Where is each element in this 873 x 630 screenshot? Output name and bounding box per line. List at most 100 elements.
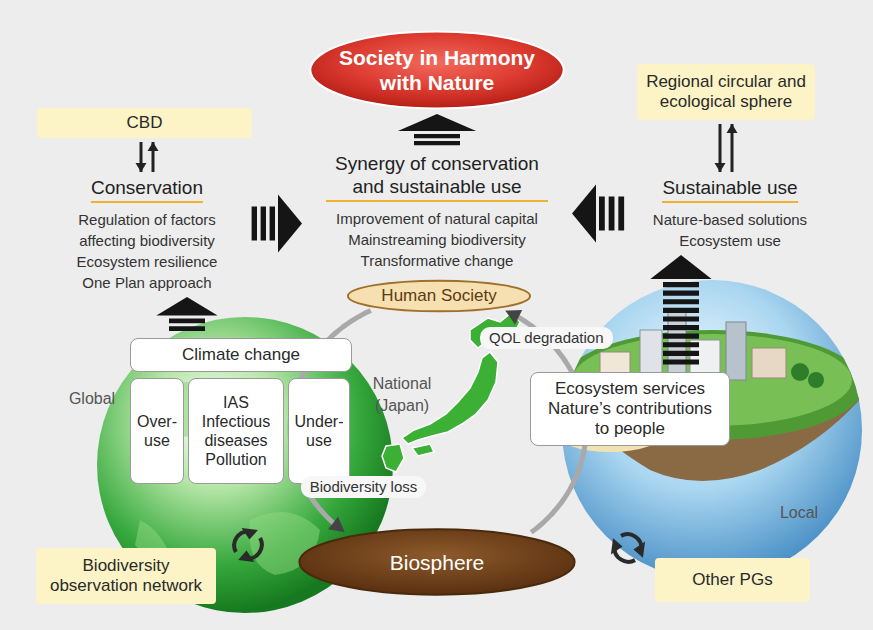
block-arrow <box>278 195 302 253</box>
network-box: Biodiversity observation network <box>36 548 216 604</box>
node-text: Regional circular and ecological sphere <box>645 72 807 112</box>
block-arrow <box>270 207 275 241</box>
node-text: Human Society <box>381 286 496 306</box>
driver-box: Under-use <box>288 378 350 484</box>
block-arrow <box>572 185 596 243</box>
block-arrow <box>261 207 266 241</box>
block-arrow <box>414 141 460 145</box>
block-arrow <box>663 325 699 330</box>
exchange-symbol <box>234 538 269 569</box>
block-arrow <box>398 114 476 145</box>
oval-outline <box>310 32 563 109</box>
block-arrow <box>663 308 699 313</box>
block-arrow <box>599 197 605 231</box>
framework-box: CBD <box>37 108 252 138</box>
block-arrow <box>618 197 624 231</box>
exchange-symbol <box>604 525 651 571</box>
block-arrow <box>663 342 699 347</box>
node-text: Under-use <box>291 412 347 450</box>
node-text: Nature-based solutions <box>653 209 807 230</box>
edge-label: Biodiversity loss <box>301 476 427 498</box>
driver-box: Over-use <box>130 378 184 484</box>
node-text: Ecosystem services <box>555 379 705 399</box>
node-text: Nature’s contributions to people <box>541 399 719 439</box>
exchange-symbol <box>236 550 254 569</box>
conservation-group: ConservationRegulation of factors affect… <box>50 176 244 293</box>
node-text: IAS <box>223 393 249 412</box>
exchange-arrow <box>727 124 738 172</box>
edge-label: QOL degradation <box>480 327 613 349</box>
oval-outline <box>348 281 530 312</box>
local-island <box>726 322 746 380</box>
block-arrow <box>252 195 302 253</box>
node-text: Biodiversity observation network <box>44 556 208 596</box>
framework-box: Regional circular and ecological sphere <box>637 64 815 120</box>
heading-text: Conservation <box>91 176 203 203</box>
synergy-group: Synergy of conservation and sustainable … <box>306 152 568 271</box>
biosphere-oval: Biosphere <box>298 528 576 596</box>
exchange-symbol <box>242 521 260 540</box>
block-arrow <box>156 297 217 331</box>
exchange-arrow <box>148 142 159 172</box>
block-arrow <box>650 255 711 279</box>
block-arrow <box>252 207 257 241</box>
block-arrow <box>663 291 699 296</box>
block-arrow <box>156 297 217 316</box>
node-text: Regulation of factors affecting biodiver… <box>50 209 244 251</box>
arrow-head <box>505 310 522 324</box>
oval-outline <box>309 30 565 110</box>
arrow-head <box>715 163 726 172</box>
society-oval: Human Society <box>347 280 531 312</box>
arrow-head <box>727 124 738 133</box>
node-text: Mainstreaming biodiversity <box>348 229 526 250</box>
local-island <box>791 363 809 381</box>
block-arrow <box>663 359 699 364</box>
arrow-head <box>136 163 147 172</box>
services-box: Ecosystem servicesNature’s contributions… <box>530 372 730 446</box>
block-arrow <box>663 316 699 321</box>
exchange-symbol <box>225 521 271 568</box>
japan-map <box>382 444 404 472</box>
block-arrow <box>663 282 699 287</box>
goal-oval: Society in Harmony with Nature <box>309 30 565 110</box>
block-arrow <box>169 319 205 324</box>
exchange-arrow <box>136 142 147 172</box>
block-arrow <box>572 185 624 243</box>
sustainable-use-group: Sustainable useNature-based solutionsEco… <box>632 176 828 251</box>
node-text: Infectious diseases <box>193 412 279 450</box>
node-text: Climate change <box>182 345 300 365</box>
block-arrow <box>398 114 476 131</box>
driver-box: IASInfectious diseasesPollution <box>188 378 284 484</box>
oval-outline <box>299 529 574 594</box>
node-text: Pollution <box>205 450 266 469</box>
exchange-arrow <box>715 124 738 172</box>
japan-map <box>412 444 434 456</box>
local-island <box>808 372 824 388</box>
heading-text: Synergy of conservation and sustainable … <box>326 152 548 202</box>
node-text: Society in Harmony with Nature <box>331 45 543 95</box>
scale-label: Local <box>774 502 824 524</box>
node-text: Ecosystem use <box>679 230 781 251</box>
block-arrow <box>663 351 699 356</box>
block-arrow <box>414 134 460 138</box>
node-text: Transformative change <box>361 250 514 271</box>
node-text: One Plan approach <box>82 272 211 293</box>
local-island <box>752 348 786 378</box>
block-arrow <box>663 334 699 339</box>
node-text: Biosphere <box>390 550 485 575</box>
block-arrow <box>609 197 615 231</box>
block-arrow <box>663 299 699 304</box>
arrow-head <box>148 142 159 151</box>
node-text: CBD <box>127 113 163 133</box>
scale-label: National (Japan) <box>362 373 442 417</box>
network-box: Other PGs <box>655 558 810 602</box>
exchange-symbol <box>633 542 652 560</box>
scale-label: Global <box>62 388 122 410</box>
driver-box: Climate change <box>130 338 352 372</box>
block-arrow <box>650 255 711 365</box>
node-text: Other PGs <box>692 570 772 590</box>
node-text: Over-use <box>133 412 181 450</box>
arrow-head <box>328 517 345 533</box>
exchange-arrow <box>136 142 159 172</box>
